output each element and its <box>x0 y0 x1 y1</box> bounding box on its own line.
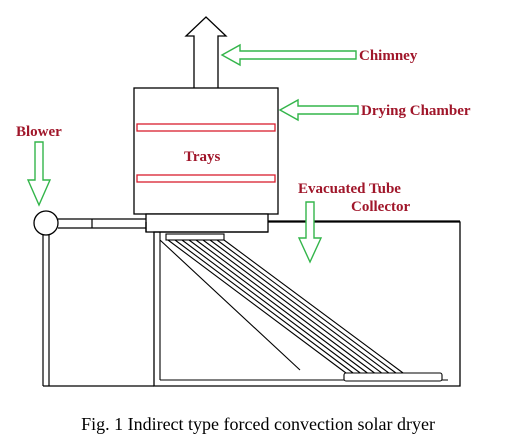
drying-chamber-box <box>133 87 279 215</box>
chamber-base-plate <box>145 213 269 233</box>
evacuated-tube <box>202 239 387 377</box>
chimney-pointer-arrow <box>220 43 357 67</box>
pointer-arrows <box>26 43 359 264</box>
evacuated-tube <box>216 239 401 377</box>
trays-label: Trays <box>184 149 221 165</box>
evacuated-tube <box>209 239 394 377</box>
evacuated-tube <box>188 239 372 377</box>
collector-label: Collector <box>351 199 410 215</box>
evacuated-tube <box>167 239 351 377</box>
chimney-label: Chimney <box>359 48 418 64</box>
evacuated-tube <box>223 239 408 377</box>
blower-pointer-arrow <box>26 141 52 207</box>
collector-bottom-manifold <box>343 372 443 382</box>
figure-caption: Fig. 1 Indirect type forced convection s… <box>81 414 435 434</box>
tray-upper <box>136 123 276 132</box>
collector-support-diagonal <box>159 239 301 371</box>
blower-label: Blower <box>16 124 62 140</box>
evacuated-tube <box>174 239 358 377</box>
drying-chamber-label: Drying Chamber <box>361 103 471 119</box>
evacuated-tube <box>195 239 379 377</box>
blower-fan <box>33 210 59 236</box>
chimney-pipe <box>184 16 228 88</box>
evacuated-tubes <box>167 239 408 377</box>
tray-lower <box>136 174 276 183</box>
collector-pointer-arrow <box>297 201 323 264</box>
evacuated-tube <box>181 239 365 377</box>
collector-housing <box>145 221 461 387</box>
collector-top-header <box>165 233 225 241</box>
evacuated-tube-label: Evacuated Tube <box>298 181 401 197</box>
drying-chamber-pointer-arrow <box>278 98 359 122</box>
